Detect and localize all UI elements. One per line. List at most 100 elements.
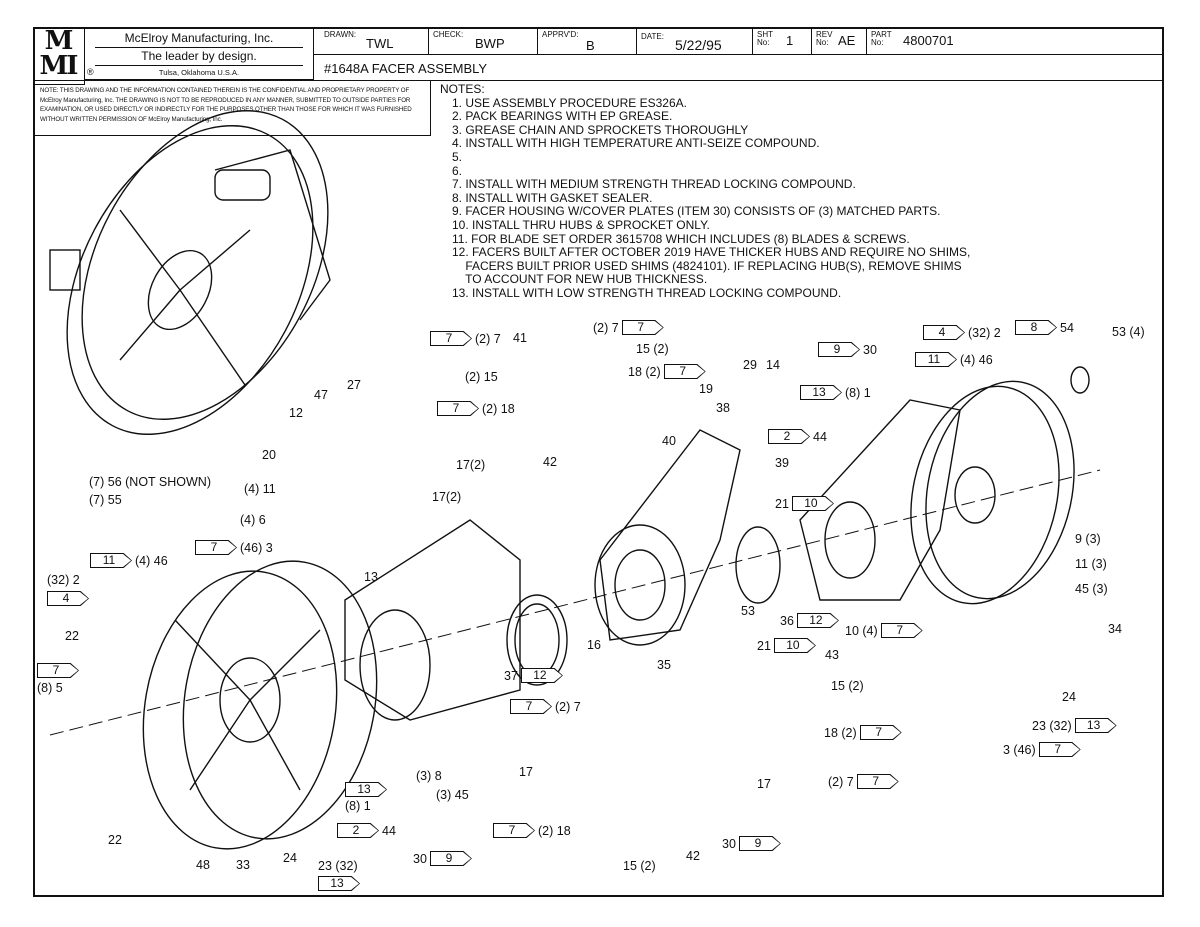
item-callout: 34 — [1108, 622, 1122, 636]
item-callout: 45 (3) — [1075, 582, 1108, 596]
note-item: 6. — [452, 163, 463, 178]
item-callout: 39 — [775, 456, 789, 470]
callout-text: 12 — [289, 406, 303, 420]
note-flag-number: 11 — [916, 353, 956, 366]
item-callout: 4(32) 2 — [923, 325, 1001, 340]
note-flag-number: 7 — [438, 402, 478, 415]
note-flag-number: 7 — [38, 664, 78, 677]
callout-text: 39 — [775, 456, 789, 470]
note-flag-number: 7 — [622, 321, 663, 334]
item-callout: 42 — [543, 455, 557, 469]
rev-value: AE — [838, 33, 856, 48]
callout-text: 23 (32) — [318, 859, 358, 873]
item-callout: 18 (2)7 — [824, 725, 902, 740]
callout-text: 19 — [699, 382, 713, 396]
note-flag: 8 — [1015, 320, 1057, 335]
note-flag: 13 — [1074, 718, 1117, 733]
item-callout: 22 — [65, 629, 79, 643]
callout-text: (2) 7 — [555, 699, 581, 714]
note-item: 11. FOR BLADE SET ORDER 3615708 WHICH IN… — [452, 231, 910, 246]
note-flag: 12 — [520, 668, 563, 683]
note-flag: 4 — [47, 591, 89, 606]
note-flag: 7 — [856, 774, 899, 789]
note-item: 4. INSTALL WITH HIGH TEMPERATURE ANTI-SE… — [452, 136, 820, 151]
callout-text: 42 — [686, 849, 700, 863]
note-flag: 13 — [318, 876, 360, 891]
note-item: 7. INSTALL WITH MEDIUM STRENGTH THREAD L… — [452, 177, 856, 192]
item-callout: 27 — [347, 378, 361, 392]
item-callout: (7) 55 — [89, 493, 122, 507]
item-callout: (4) 6 — [240, 513, 266, 527]
company-box: McElroy Manufacturing, Inc. The leader b… — [84, 27, 314, 80]
facer-wheel-top-left — [49, 110, 331, 435]
note-flag: 2 — [337, 823, 379, 838]
company-location: Tulsa, Oklahoma U.S.A. — [158, 68, 240, 77]
callout-text: (2) 18 — [538, 823, 571, 838]
callout-text: 10 (4) — [845, 623, 878, 638]
drawn-label: DRAWN: — [324, 30, 357, 39]
callout-text: 27 — [347, 378, 361, 392]
note-flag-number: 7 — [511, 700, 551, 713]
callout-text: (4) 46 — [960, 352, 993, 367]
callout-text: 14 — [766, 358, 780, 372]
note-flag: 7 — [437, 401, 479, 416]
callout-text: 54 — [1060, 320, 1074, 335]
item-callout: 13(8) 1 — [800, 385, 871, 400]
callout-text: (46) 3 — [240, 540, 273, 555]
note-flag: 7 — [621, 320, 664, 335]
drawing-title: #1648A FACER ASSEMBLY — [324, 61, 488, 76]
callout-text: 29 — [743, 358, 757, 372]
callout-text: 45 (3) — [1075, 582, 1108, 596]
item-callout: 15 (2) — [636, 342, 669, 356]
item-callout: 2 44 — [768, 429, 827, 444]
item-callout: 43 — [825, 648, 839, 662]
item-callout: 7(2) 18 — [437, 401, 515, 416]
sheet-label: SHT No: — [757, 30, 773, 47]
callout-text: 22 — [108, 833, 122, 847]
note-flag: 12 — [796, 613, 839, 628]
callout-text: (4) 6 — [240, 513, 266, 527]
item-callout: 7 (2) 7 — [510, 699, 581, 714]
callout-text: (2) 7 — [828, 774, 854, 789]
note-flag: 7 — [1038, 742, 1081, 757]
item-callout: 53 — [741, 604, 755, 618]
note-item: 2. PACK BEARINGS WITH EP GREASE. — [452, 109, 673, 124]
callout-text: 44 — [813, 429, 827, 444]
callout-text: 48 — [196, 858, 210, 872]
date-label: DATE: — [641, 32, 664, 41]
item-callout: 24 — [283, 851, 297, 865]
note-flag: 10 — [773, 638, 816, 653]
callout-text: 43 — [825, 648, 839, 662]
callout-text: (7) 55 — [89, 493, 122, 507]
note-flag-number: 2 — [769, 430, 809, 443]
note-flag-number: 4 — [924, 326, 964, 339]
callout-text: 30 — [863, 342, 877, 357]
item-callout: (4) 11 — [244, 482, 276, 496]
assembly-centerline — [49, 469, 1101, 736]
date-value: 5/22/95 — [675, 37, 722, 53]
item-callout: 15 (2) — [623, 859, 656, 873]
item-callout: 13 — [318, 876, 360, 891]
callout-text: 3 (46) — [1003, 742, 1036, 757]
note-flag: 7 — [663, 364, 706, 379]
item-callout: 7(2) 7 — [430, 331, 501, 346]
note-flag: 7 — [37, 663, 79, 678]
callout-text: (2) 15 — [465, 370, 498, 384]
callout-text: 24 — [283, 851, 297, 865]
callout-text: 16 — [587, 638, 601, 652]
note-flag-number: 7 — [1039, 743, 1080, 756]
note-flag-number: 4 — [48, 592, 88, 605]
callout-text: 17 — [757, 777, 771, 791]
item-callout: 22 — [108, 833, 122, 847]
item-callout: 4 — [47, 591, 89, 606]
note-flag: 10 — [791, 496, 834, 511]
